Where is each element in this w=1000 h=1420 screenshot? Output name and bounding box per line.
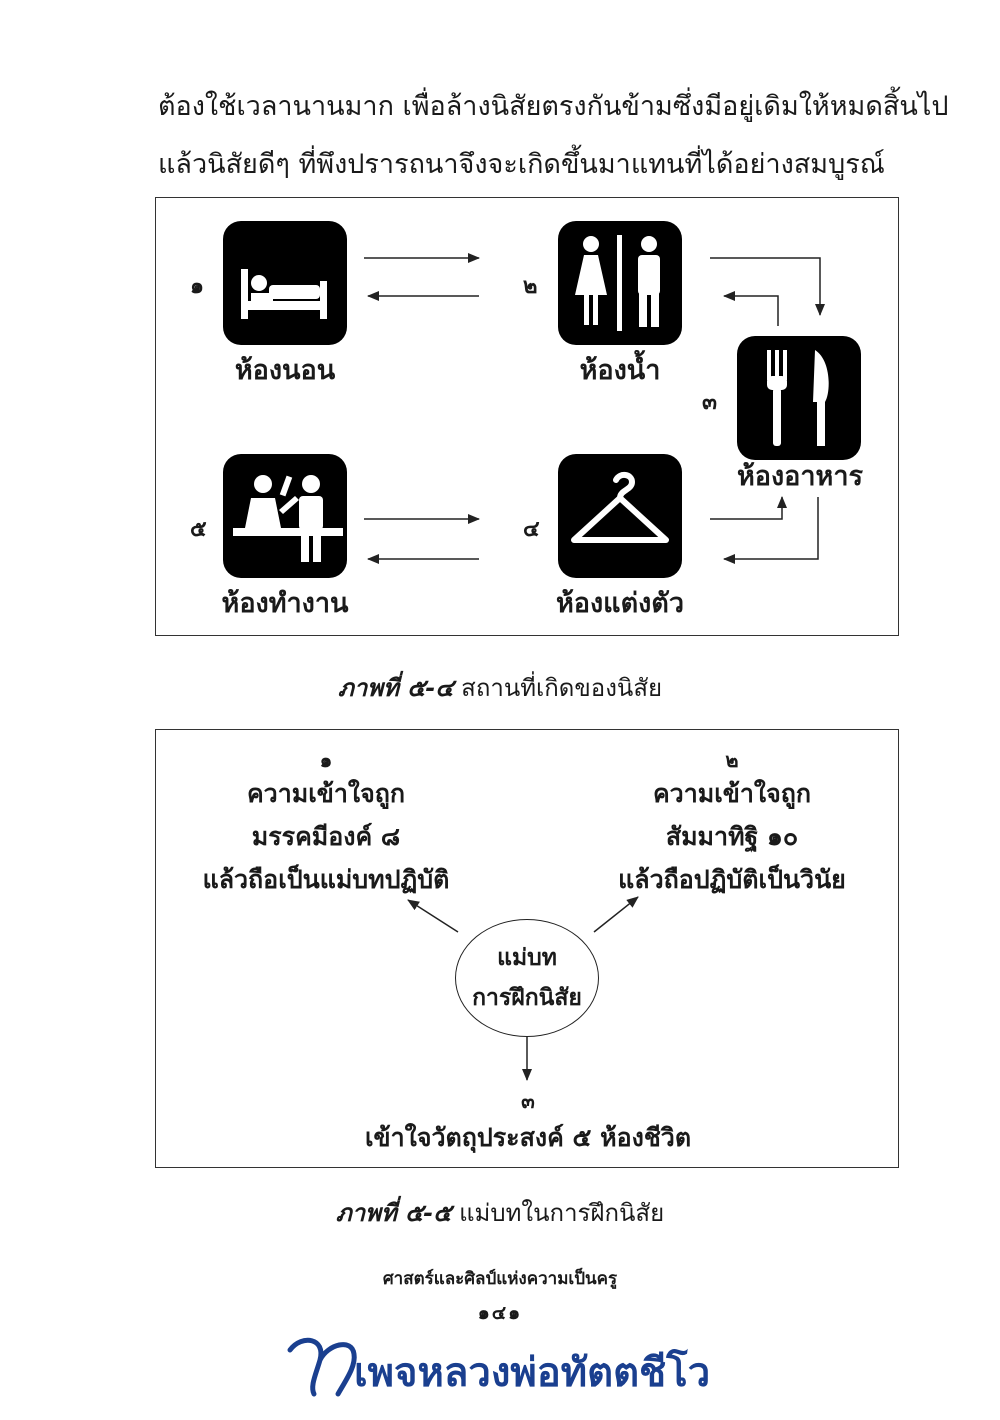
room-number: ๓ <box>702 390 718 415</box>
brand-logo: เพจหลวงพ่อทัตตชีโว <box>280 1330 740 1400</box>
item-line: สัมมาทิฐิ ๑๐ <box>665 822 799 851</box>
paragraph-line: ต้องใช้เวลานานมาก เพื่อล้างนิสัยตรงกันข้… <box>158 91 949 122</box>
room-label: ห้องแต่งตัว <box>555 588 684 619</box>
habit-arrows <box>407 896 639 1081</box>
caption-text: สถานที่เกิดของนิสัย <box>453 674 663 702</box>
room-number: ๑ <box>190 274 204 299</box>
room-number: ๒ <box>523 274 538 299</box>
item-line: ความเข้าใจถูก <box>652 779 812 808</box>
center-ellipse: แม่บท การฝึกนิสัย <box>455 919 599 1037</box>
item-line: แล้วถือเป็นแม่บทปฏิบัติ <box>202 865 450 894</box>
bed-icon <box>223 221 347 345</box>
habit-item-life-rooms: เข้าใจวัตถุประสงค์ ๕ ห้องชีวิต <box>288 1116 768 1159</box>
item-line: ความเข้าใจถูก <box>246 779 406 808</box>
item-number: ๒ <box>725 748 739 772</box>
caption-bold: ภาพที่ ๕-๕ <box>335 1199 452 1227</box>
room-label: ห้องอาหาร <box>736 461 864 492</box>
paragraph-line: แล้วนิสัยดีๆ ที่พึงปรารถนาจึงจะเกิดขึ้นม… <box>158 149 885 180</box>
brand-mark-icon <box>287 1337 357 1397</box>
item-line: มรรคมีองค์ ๘ <box>251 822 401 851</box>
figure-caption: ภาพที่ ๕-๔ สถานที่เกิดของนิสัย <box>0 668 1000 707</box>
room-label: ห้องทำงาน <box>221 588 349 619</box>
book-title: ศาสตร์และศิลป์แห่งความเป็นครู <box>382 1269 618 1289</box>
center-line: การฝึกนิสัย <box>472 985 582 1011</box>
room-flow-arrows <box>364 253 825 564</box>
item-line: แล้วถือปฏิบัติเป็นวินัย <box>618 865 846 894</box>
item-number: ๑ <box>319 748 333 772</box>
center-line: แม่บท <box>497 945 557 971</box>
caption-text: แม่บทในการฝึกนิสัย <box>451 1199 665 1227</box>
item-line: เข้าใจวัตถุประสงค์ ๕ ห้องชีวิต <box>364 1123 692 1152</box>
brand-text: เพจหลวงพ่อทัตตชีโว <box>354 1349 711 1396</box>
fork-knife-icon <box>737 336 861 460</box>
item-number: ๓ <box>521 1089 535 1113</box>
caption-bold: ภาพที่ ๕-๔ <box>337 674 454 702</box>
figure-rooms-diagram: ๑ ห้องนอน ๒ ห <box>155 197 899 636</box>
workers-icon <box>223 454 347 578</box>
figure-habit-master-diagram: ๑ ความเข้าใจถูก มรรคมีองค์ ๘ แล้วถือเป็น… <box>155 729 899 1168</box>
room-label: ห้องน้ำ <box>579 355 661 386</box>
figure-caption: ภาพที่ ๕-๕ แม่บทในการฝึกนิสัย <box>0 1193 1000 1232</box>
habit-item-right-view: ความเข้าใจถูก สัมมาทิฐิ ๑๐ แล้วถือปฏิบัต… <box>572 772 892 901</box>
habit-item-right-path: ความเข้าใจถูก มรรคมีองค์ ๘ แล้วถือเป็นแม… <box>166 772 486 901</box>
room-number: ๕ <box>190 517 207 542</box>
page-number: ๑๔๑ <box>477 1302 523 1324</box>
room-number: ๔ <box>523 517 540 542</box>
body-paragraph: ต้องใช้เวลานานมาก เพื่อล้างนิสัยตรงกันข้… <box>158 78 949 194</box>
restroom-icon <box>558 221 682 345</box>
hanger-icon <box>558 454 682 578</box>
room-label: ห้องนอน <box>234 355 336 386</box>
